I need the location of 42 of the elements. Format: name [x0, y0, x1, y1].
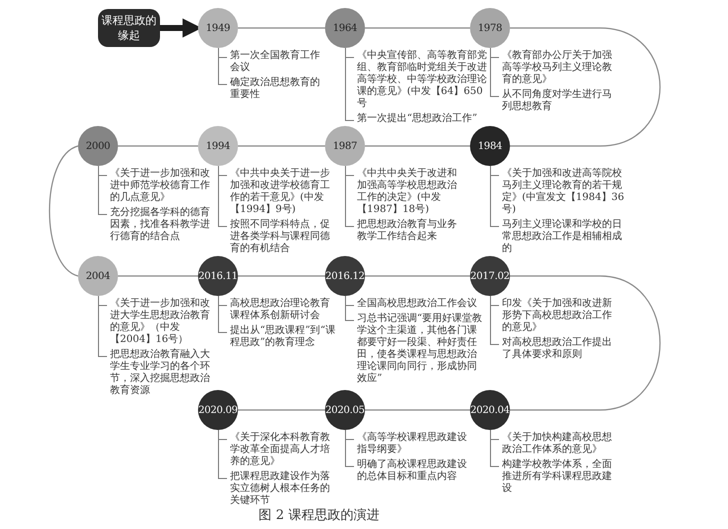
event-text: 从不同角度对学生进行马列思想教育 — [502, 89, 613, 113]
event-text: 《关于深化本科教育教学改革全面提高人才培养的意见》 — [230, 432, 331, 468]
event-text: 第一次提出“思想政治工作” — [357, 113, 478, 125]
event-text: 全国高校思想政治工作会议 — [357, 298, 478, 310]
event-text: 《中共中央关于改进和加强高等学校思想政治工作的决定》(中发【1987】18号) — [357, 168, 458, 216]
event-text: 提出从“思政课程”到“课程思政”的教育理念 — [230, 325, 336, 349]
event-text: 构建学校教学体系，全面推进所有学科课程思政建设 — [502, 459, 613, 495]
event-text: 习总书记强调“要用好课堂教学这个主渠道，其他各门课都要守好一段渠、种好责任田，使各类课程与思想政治理论课同向同行，形成协同效应” — [357, 313, 484, 385]
event-text: 《高等学校课程思政建设指导纲要》 — [357, 432, 468, 456]
timeline-line — [365, 409, 470, 411]
event-text: 充分挖掘各学科的德育因素，找准各科教学进行德育的结合点 — [110, 207, 210, 243]
event-text: 《教育部办公厅关于加强高等学校马列主义理论教育的意见》 — [502, 50, 613, 86]
caption: 图 2 课程思政的演进 — [258, 507, 380, 525]
timeline-line — [118, 145, 198, 147]
timeline-line — [48, 145, 78, 277]
event-text: 高校思想政治理论教育课程体系创新研讨会 — [230, 298, 331, 322]
timeline-line — [238, 409, 325, 411]
timeline-line — [238, 145, 325, 147]
event-text: 按照不同学科特点，促进各类学科与课程同德育的有机结合 — [230, 219, 331, 255]
event-text: 印发《关于加强和改进新形势下高校思想政治工作的意见》 — [502, 298, 612, 334]
timeline-line — [238, 27, 325, 29]
event-text: 《关于进一步加强和改进中师范学校德育工作的几点意见》 — [110, 168, 210, 204]
timeline-line — [238, 275, 325, 277]
event-text: 把课程思政建设作为落实立德树人根本任务的关键环节 — [230, 471, 331, 507]
timeline-line — [365, 145, 470, 147]
event-text: 《中共中央关于进一步加强和改进学校德育工作的若干意见》(中发【1994】9号) — [230, 168, 331, 216]
event-text: 《关于进一步加强和改进大学生思想政治教育的意见》（中发【2004】16号） — [110, 298, 210, 346]
event-text: 第一次全国教育工作会议 — [230, 50, 321, 74]
event-text: 《关于加快构建高校思想政治工作体系的意见》 — [502, 432, 613, 456]
event-text: 确定政治思想教育的重要性 — [230, 77, 321, 101]
timeline-line — [510, 275, 660, 411]
event-text: 对高校思想政治工作提出了具体要求和原则 — [502, 337, 612, 361]
event-text: 《关于加强和改进高等院校马列主义理论教育的若干规定》(中宣发文【1984】36号) — [502, 168, 626, 216]
timeline-line — [365, 27, 470, 29]
start-box: 课程思政的缘起 — [98, 9, 160, 47]
event-text: 把思想政治教育与业务教学工作结合起来 — [357, 219, 458, 243]
timeline-line — [365, 275, 470, 277]
event-text: 明确了高校课程思政建设的总体目标和重点内容 — [357, 459, 468, 483]
timeline-line — [510, 27, 660, 147]
event-text: 马列主义理论课和学校的日常思想政治工作是相辅相成的 — [502, 219, 623, 255]
event-text: 《中央宣传部、高等教育部党组、教育部临时党组关于改进高等学校、中等学校政治理论课的意见》(中发【64】650号 — [357, 50, 488, 110]
timeline-line — [118, 275, 198, 277]
